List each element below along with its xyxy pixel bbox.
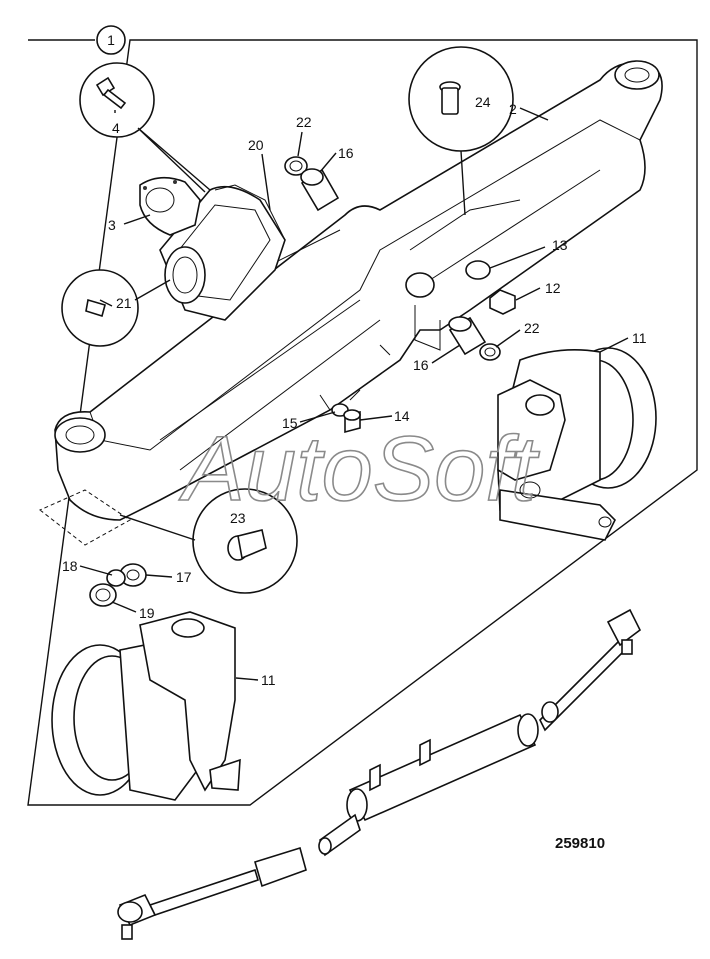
- detail-circle-stud: [119, 488, 298, 594]
- callout-3: 3: [108, 217, 116, 233]
- callout-16-right: 16: [413, 357, 429, 373]
- callout-20: 20: [248, 137, 264, 153]
- drive-flange: [139, 176, 201, 236]
- callout-18: 18: [62, 558, 78, 574]
- callout-22-right: 22: [524, 320, 540, 336]
- diagram-frame: [27, 39, 698, 806]
- seal-ring-top: [284, 156, 308, 176]
- drain-plug: [331, 403, 361, 434]
- callout-12: 12: [545, 280, 561, 296]
- dashed-guide: [39, 489, 131, 546]
- callout-22-top: 22: [296, 114, 312, 130]
- callout-11-left: 11: [261, 672, 276, 688]
- leader-lines: [79, 107, 629, 681]
- callout-24: 24: [475, 94, 491, 110]
- detail-circle-bolt: [79, 62, 211, 193]
- callout-labels: 4 2 24 22 16 20 3 13 12 21 22 11 16 15 1…: [62, 94, 647, 688]
- callout-13: 13: [552, 237, 568, 253]
- callout-2: 2: [509, 101, 517, 117]
- callout-4: 4: [112, 120, 120, 136]
- detail-circle-key: [61, 269, 171, 347]
- watermark: AutoSoft: [179, 418, 540, 520]
- circlip: [106, 569, 126, 587]
- hub-assembly-left: [51, 611, 241, 801]
- bush-top: [300, 168, 340, 212]
- callout-19: 19: [139, 605, 155, 621]
- callout-11-right: 11: [632, 330, 647, 346]
- callout-17: 17: [176, 569, 192, 585]
- callout-23: 23: [230, 510, 246, 526]
- detail-circle-pin: [408, 46, 514, 216]
- svg-text:1: 1: [107, 32, 115, 48]
- callout-15: 15: [282, 415, 298, 431]
- seal: [89, 583, 117, 607]
- axle-beam: [54, 60, 663, 521]
- seal-ring-right: [479, 343, 501, 361]
- drawing-number: 259810: [555, 835, 605, 852]
- track-rod-end-left: [117, 846, 307, 940]
- callout-21: 21: [116, 295, 132, 311]
- steering-cylinder: [318, 608, 642, 857]
- bush-right: [448, 316, 487, 356]
- callout-14: 14: [394, 408, 410, 424]
- group-number-badge: 1: [96, 25, 126, 55]
- nut-right: [489, 289, 516, 315]
- hub-assembly-right: [497, 347, 657, 541]
- callout-16-top: 16: [338, 145, 354, 161]
